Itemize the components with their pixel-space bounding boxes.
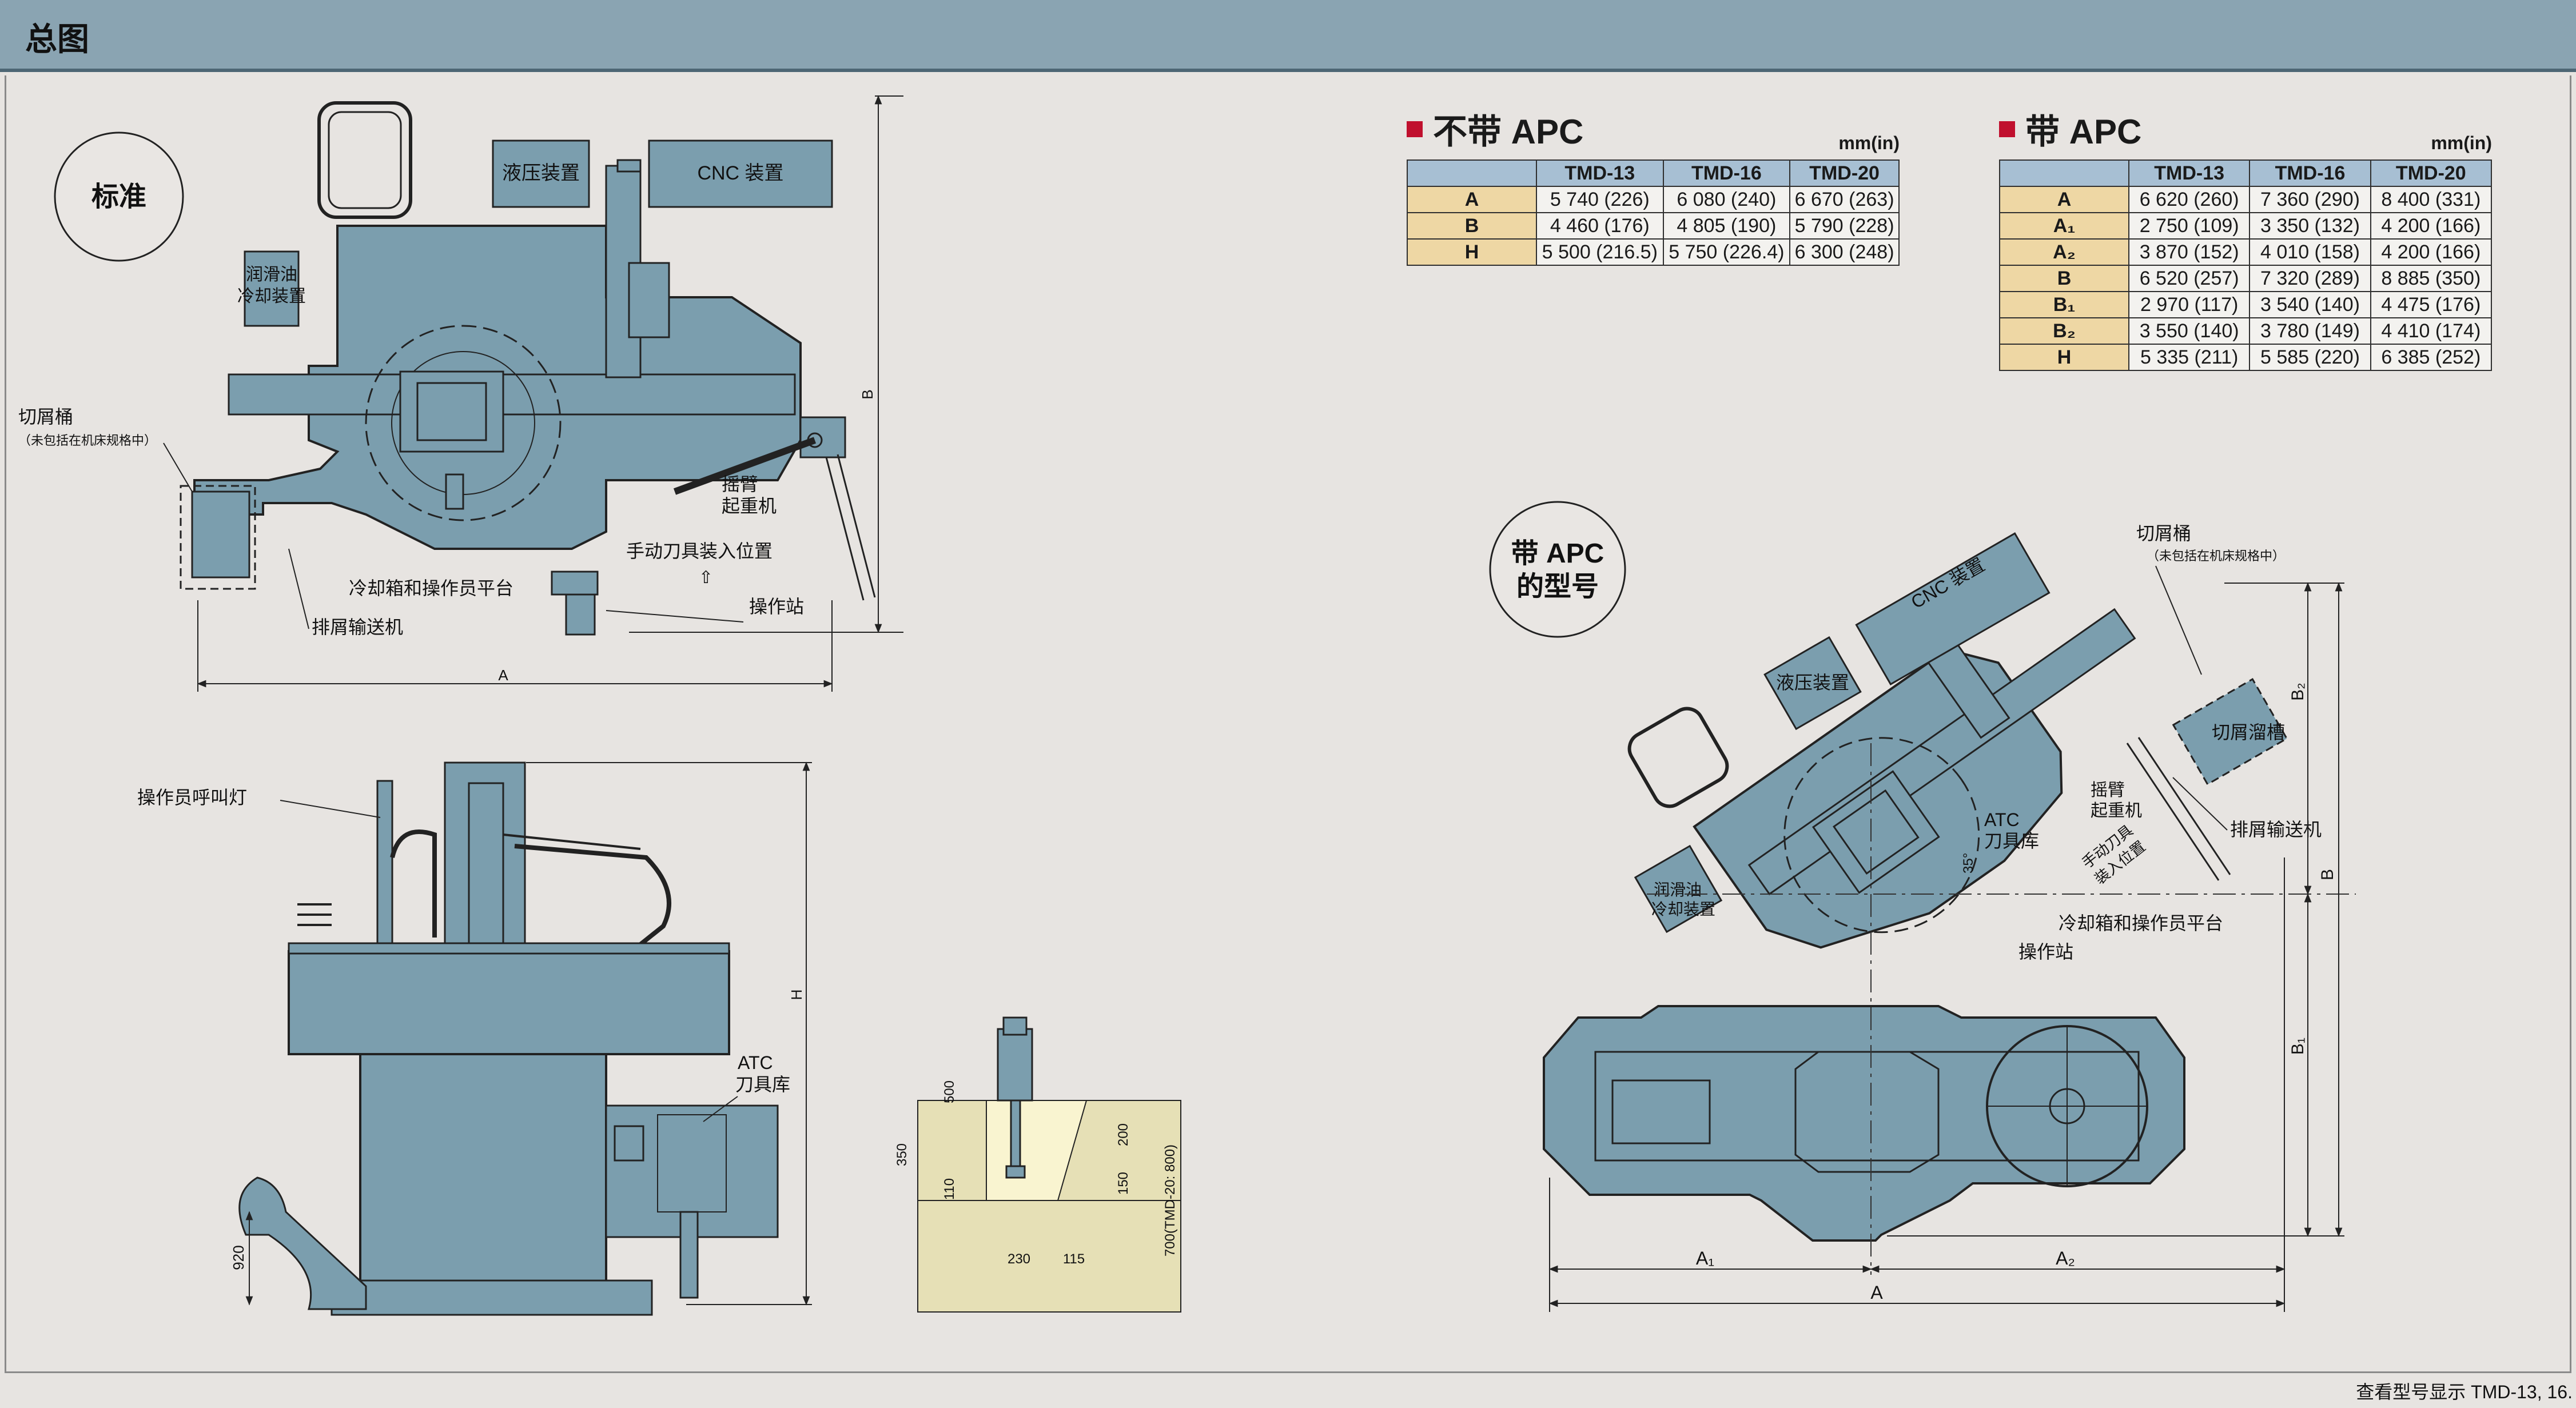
call-light-label: 操作员呼叫灯 [137,787,247,808]
apc-coolant-platform-label: 冷却箱和操作员平台 [2059,913,2223,934]
dim-b2: B₂ [2288,683,2307,701]
dim-a2: A₂ [2056,1248,2075,1269]
conveyor-label: 排屑输送机 [312,617,403,637]
table-row: A₁ 2 750 (109) 3 350 (132) 4 200 (166) [1999,212,2493,240]
atc-label-2: 刀具库 [735,1074,790,1095]
pallet-base [1543,1005,2185,1242]
dim-350: 350 [894,1143,910,1166]
table-header-row: TMD-13 TMD-16 TMD-20 [1999,159,2493,187]
dim-a1: A₁ [1696,1248,1714,1269]
chip-bucket-standard [180,485,256,590]
table-no-apc-header: 不带 APC mm(in) [1407,104,1900,154]
apc-angle-label: 35° [1961,853,1976,873]
dim-920: 920 [230,1245,247,1270]
footer-note: 查看型号显示 TMD-13, 16. [2356,1382,2573,1402]
foundation-section: 500 350 110 200 150 230 115 700(TMD-20: … [894,1016,1181,1313]
red-square-marker [1407,121,1423,137]
lube-unit-box [244,250,300,327]
page-frame [5,75,2571,1373]
apc-door-frame [1627,707,1729,808]
apc-crane-label-2: 起重机 [2091,801,2142,820]
crane-label-1: 摇臂 [722,474,758,494]
red-square-marker [1999,121,2015,137]
table-row: B 6 520 (257) 7 320 (289) 8 885 (350) [1999,265,2493,292]
table-no-apc: 不带 APC mm(in) TMD-13 TMD-16 TMD-20 A 5 7… [1407,104,1900,266]
table-row: B₁ 2 970 (117) 3 540 (140) 4 475 (176) [1999,291,2493,318]
front-elevation-view: 操作员呼叫灯 ATC 刀具库 H 920 [137,761,812,1316]
lube-unit-label-2: 冷却装置 [237,287,306,306]
dim-115: 115 [1063,1251,1085,1267]
coolant-platform-label: 冷却箱和操作员平台 [349,578,513,599]
apc-crane-label-1: 摇臂 [2091,781,2125,800]
table-row: A 6 620 (260) 7 360 (290) 8 400 (331) [1999,186,2493,213]
badge-apc-label-2: 的型号 [1516,572,1599,602]
dim-500: 500 [942,1080,957,1103]
dim-b1: B₁ [2288,1038,2307,1055]
table-header-row: TMD-13 TMD-16 TMD-20 [1407,159,1900,187]
apc-lube-label-2: 冷却装置 [1651,900,1715,918]
table-no-apc-title: 不带 APC [1407,104,1583,154]
table-row: H 5 500 (216.5) 5 750 (226.4) 6 300 (248… [1407,238,1900,266]
table-row: A 5 740 (226) 6 080 (240) 6 670 (263) [1407,186,1900,213]
table-apc: 带 APC mm(in) TMD-13 TMD-16 TMD-20 A 6 62… [1999,104,2493,371]
apc-chip-bucket-label: 切屑桶 [2136,523,2191,544]
dim-200: 200 [1116,1123,1131,1146]
apc-cnc-box [1855,532,2051,686]
cnc-unit-box [648,139,833,208]
door-frame [317,101,412,219]
header-bar: 总图 [0,0,2576,72]
table-row: A₂ 3 870 (152) 4 010 (158) 4 200 (166) [1999,238,2493,266]
dim-b-apc: B [2318,869,2337,880]
svg-text:⇧: ⇧ [699,568,713,587]
apc-atc-label-2: 刀具库 [1984,831,2039,851]
station-label: 操作站 [749,596,804,617]
badge-apc-label-1: 带 APC [1511,539,1604,569]
chip-bucket-label: 切屑桶 [18,406,73,427]
apc-hydraulic-label: 液压装置 [1776,672,1849,693]
table-apc-grid: TMD-13 TMD-16 TMD-20 A 6 620 (260) 7 360… [1999,159,2493,371]
lower-body [359,1053,607,1307]
table-row: B 4 460 (176) 4 805 (190) 5 790 (228) [1407,212,1900,240]
table-apc-unit: mm(in) [2431,133,2492,153]
dim-150: 150 [1116,1172,1131,1195]
badge-standard-label: 标准 [91,182,146,212]
main-beam [288,950,730,1055]
table-apc-title: 带 APC [1999,104,2141,154]
dim-700: 700(TMD-20: 800) [1162,1144,1178,1257]
table-no-apc-unit: mm(in) [1838,133,1900,153]
dim-230: 230 [1008,1251,1030,1267]
apc-hydraulic-box [1763,636,1862,731]
crane-label-2: 起重机 [722,496,777,516]
apc-station-label: 操作站 [2018,942,2073,962]
apc-lube-box [1634,844,1723,934]
table-row: H 5 335 (211) 5 585 (220) 6 385 (252) [1999,344,2493,371]
dim-a-standard: A [498,667,508,684]
badge-standard [54,131,184,262]
lube-unit-label-1: 润滑油 [246,265,297,284]
table-apc-header: 带 APC mm(in) [1999,104,2492,154]
hydraulic-unit-label: 液压装置 [502,162,580,184]
dim-110: 110 [942,1178,957,1200]
dim-a-apc: A [1870,1282,1883,1303]
apc-chip-bucket [2172,677,2288,786]
badge-apc [1489,501,1626,638]
cnc-unit-label: CNC 装置 [697,162,783,184]
page-title: 总图 [25,21,89,57]
table-no-apc-grid: TMD-13 TMD-16 TMD-20 A 5 740 (226) 6 080… [1407,159,1900,266]
apc-plan-view: 带 APC 的型号 CNC 装置 液压装置 [1489,501,2356,1312]
apc-lube-label-1: 润滑油 [1654,881,1702,899]
dim-b-standard: B [859,389,876,399]
apc-atc-label-1: ATC [1984,809,2020,830]
dim-h: H [788,990,805,1000]
table-row: B₂ 3 550 (140) 3 780 (149) 4 410 (174) [1999,317,2493,345]
atc-label-1: ATC [738,1052,773,1073]
standard-plan-view: 标准 液压装置 CNC 装置 润滑油 冷却装置 切屑桶 [18,95,903,692]
chip-bucket-note: （未包括在机床规格中） [18,433,157,448]
apc-chip-bucket-note: （未包括在机床规格中） [2147,549,2285,563]
manual-tool-label: 手动刀具装入位置 [626,541,773,561]
apc-chip-chute-label: 切屑溜槽 [2212,722,2285,743]
hydraulic-unit-box [492,139,590,208]
